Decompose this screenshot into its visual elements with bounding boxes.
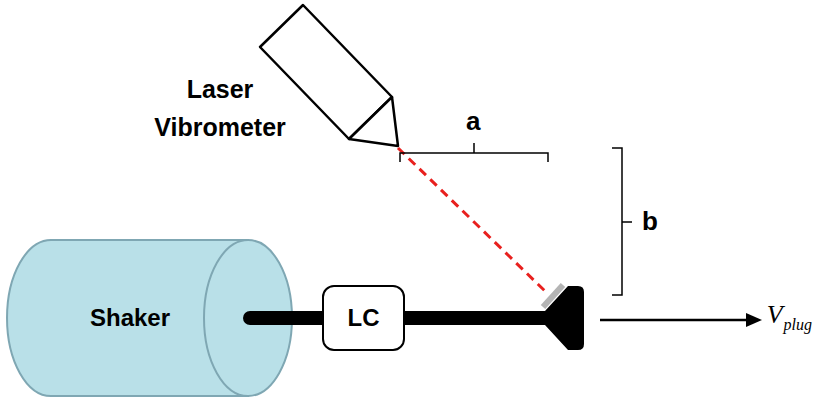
plug (528, 286, 584, 350)
velocity-arrow (600, 319, 748, 322)
rod (243, 311, 295, 325)
dimension-label: a (466, 106, 480, 136)
rod-line (295, 311, 322, 325)
arrowhead (746, 313, 762, 327)
node-text: Shaker (90, 304, 170, 332)
instrument-label: Laser Vibrometer (130, 70, 310, 146)
rod-connector (295, 318, 322, 319)
dimension-label: b (642, 206, 658, 236)
node-text: LC (348, 304, 380, 332)
velocity-subscript: plug (784, 316, 812, 333)
rod (253, 311, 295, 325)
reflective-patch (543, 285, 563, 307)
vibrometer-lens (349, 97, 398, 146)
laser-beam (398, 148, 546, 292)
dimension-bracket (612, 148, 632, 295)
dimension-bracket (400, 143, 548, 162)
shaker-cylinder: Shaker (3, 238, 295, 398)
text-holder: Shaker (3, 238, 257, 398)
velocity-label: Vplug (767, 300, 812, 340)
node-text: Laser Vibrometer (130, 70, 310, 146)
load-cell-box: LC (322, 285, 405, 351)
rod (398, 311, 532, 325)
velocity-symbol: V (767, 300, 783, 329)
